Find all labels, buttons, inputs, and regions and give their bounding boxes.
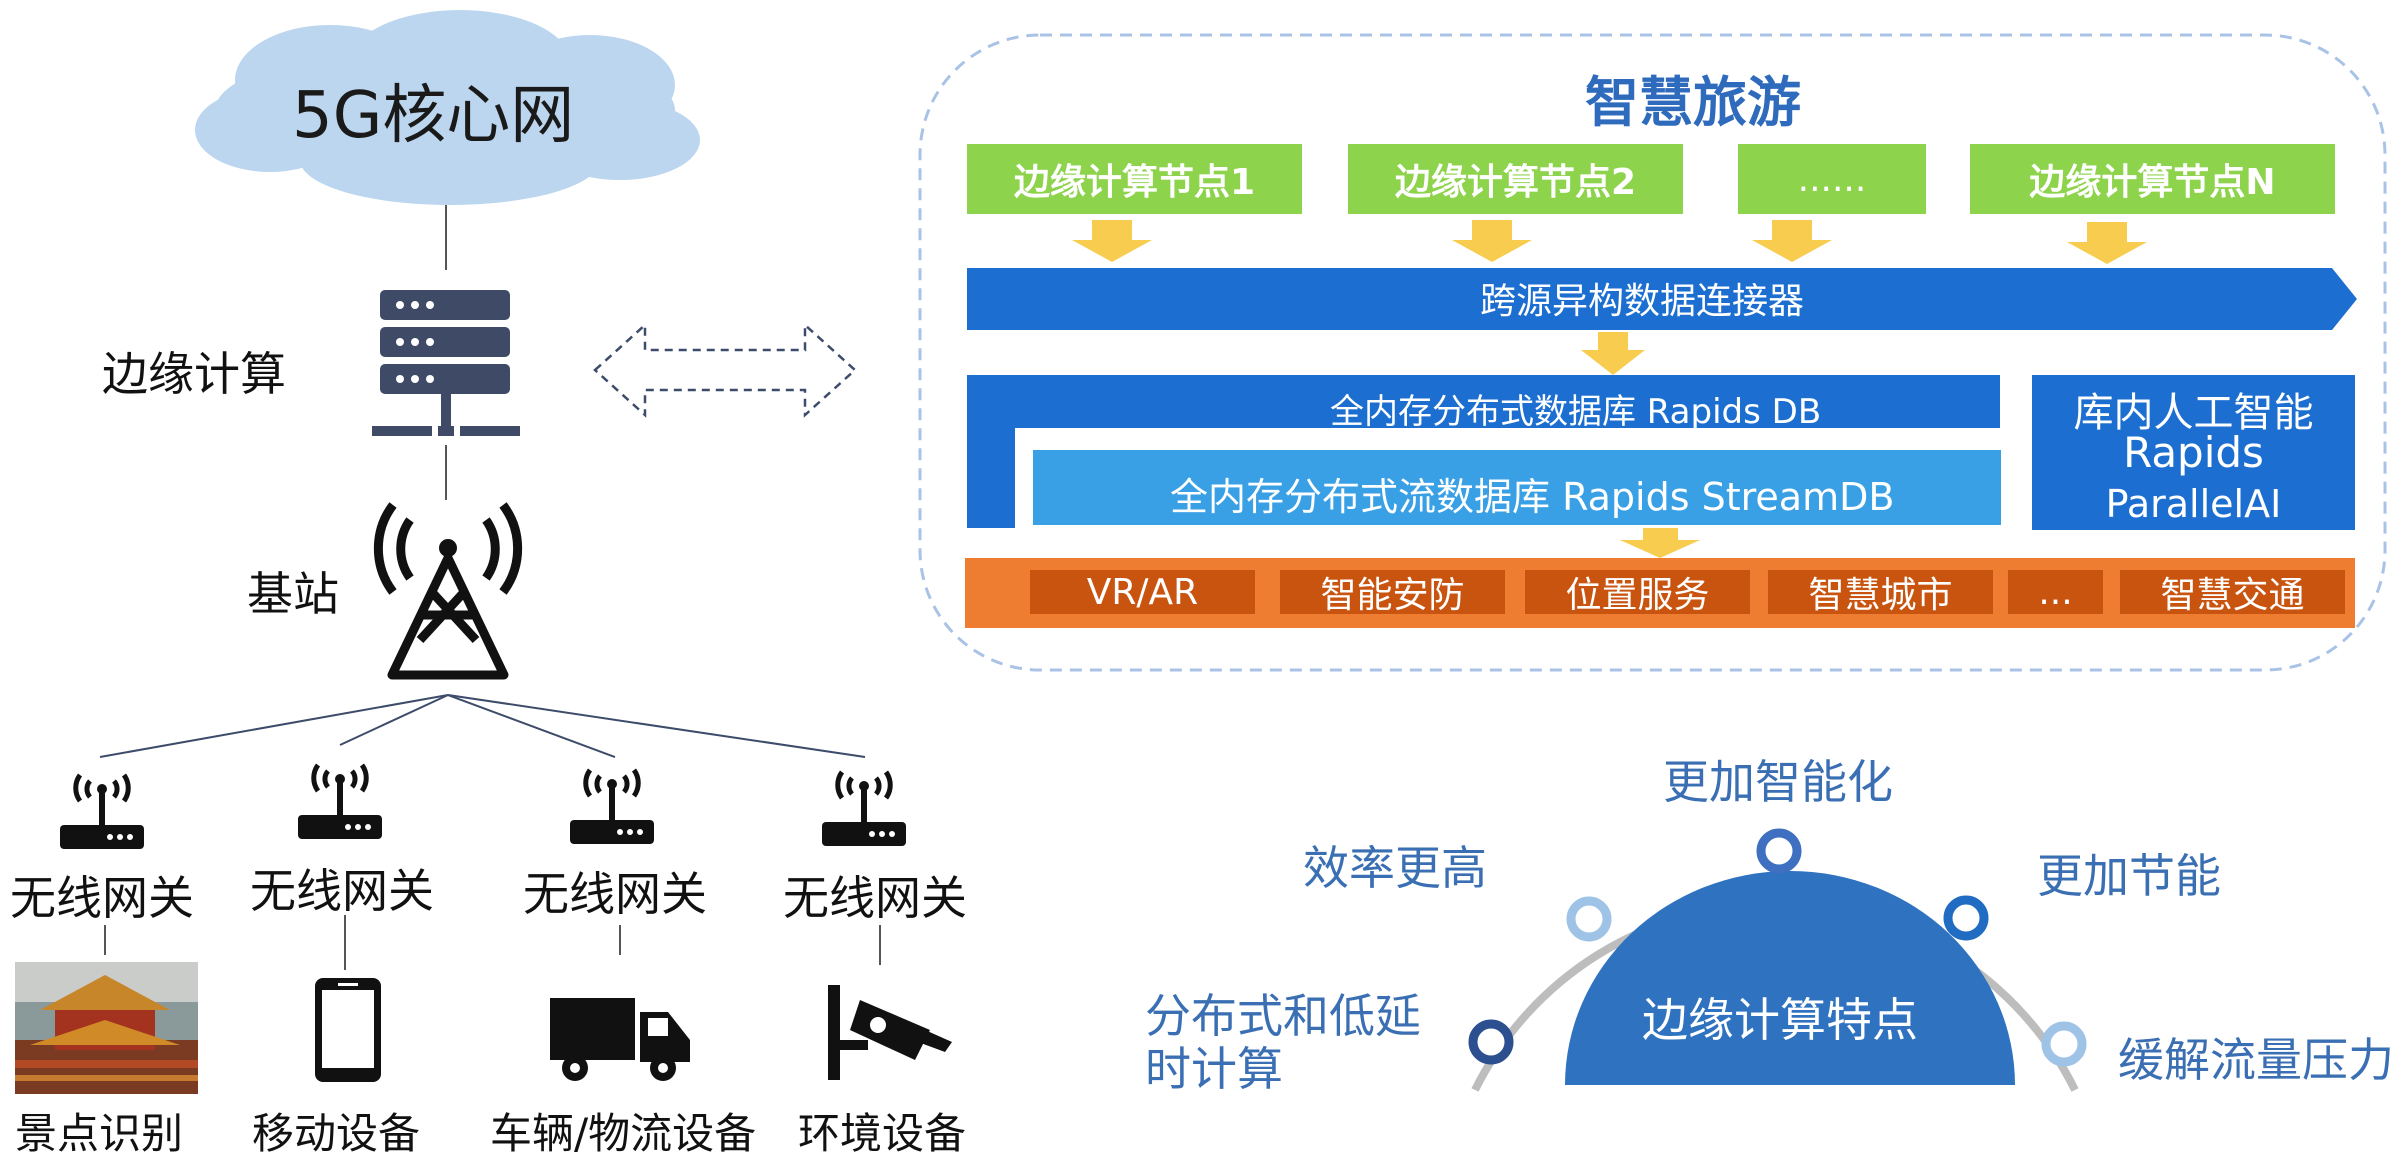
feature-smarter: 更加智能化	[1663, 755, 1893, 809]
app-smart-city: 智慧城市	[1768, 570, 1993, 616]
app-location: 位置服务	[1525, 570, 1750, 616]
router-icon	[60, 773, 144, 849]
cell-tower-icon	[373, 502, 523, 680]
in-database-ai-box	[2032, 375, 2355, 530]
device-label-vehicle: 车辆/物流设备	[490, 1109, 757, 1158]
edge-node-ellipsis: ......	[1738, 144, 1926, 214]
connector-label: 跨源异构数据连接器	[1480, 281, 1805, 322]
feature-distributed-line2: 时计算	[1145, 1042, 1283, 1096]
feature-traffic-relief: 缓解流量压力	[2118, 1033, 2394, 1087]
device-label-environment: 环境设备	[798, 1109, 967, 1158]
feature-efficiency: 效率更高	[1303, 841, 1487, 895]
feature-energy-saving: 更加节能	[2037, 849, 2221, 903]
features-dome	[1565, 870, 2015, 1085]
feature-distributed-line1: 分布式和低延	[1145, 989, 1421, 1043]
features-graphic	[1468, 828, 2087, 1092]
flow-arrows	[1072, 220, 2147, 558]
bidirectional-arrow-icon	[593, 322, 857, 418]
feature-markers	[1468, 828, 2087, 1067]
truck-icon	[550, 998, 690, 1081]
database-block	[967, 375, 2000, 528]
panel-title: 智慧旅游	[1585, 71, 1801, 134]
features-center-label: 边缘计算特点	[1642, 993, 1918, 1047]
security-camera-icon	[828, 985, 952, 1080]
app-ellipsis: ...	[2008, 570, 2103, 614]
device-label-scenic: 景点识别	[15, 1109, 184, 1158]
rapids-label: Rapids	[2123, 428, 2264, 477]
core-network-label: 5G核心网	[292, 79, 575, 153]
device-label-mobile: 移动设备	[252, 1109, 421, 1158]
panel-frame	[918, 33, 2387, 672]
edge-node-1: 边缘计算节点1	[967, 144, 1302, 214]
in-database-ai-label: 库内人工智能	[2073, 390, 2314, 436]
gateway-label-1: 无线网关	[10, 871, 194, 925]
edge-computing-label: 边缘计算	[102, 347, 286, 401]
parallel-ai-label: ParallelAI	[2105, 482, 2282, 526]
app-traffic: 智慧交通	[2120, 570, 2345, 616]
palace-photo	[15, 962, 198, 1094]
gateway-label-3: 无线网关	[523, 867, 707, 921]
router-icon	[298, 763, 382, 839]
data-flow-graphics	[1072, 220, 2147, 558]
router-icon	[570, 768, 654, 844]
stream-database-block	[1033, 450, 2001, 525]
router-icon	[822, 770, 906, 846]
server-icon	[372, 290, 520, 436]
edge-node-2: 边缘计算节点2	[1348, 144, 1683, 214]
connector-band	[967, 268, 2357, 330]
network-topology-graphics	[15, 10, 952, 1094]
gateway-label-4: 无线网关	[783, 871, 967, 925]
phone-icon	[315, 978, 381, 1082]
gateway-label-2: 无线网关	[250, 864, 434, 918]
app-vr-ar: VR/AR	[1030, 570, 1255, 614]
stream-database-label: 全内存分布式流数据库 Rapids StreamDB	[1170, 475, 1895, 519]
edge-node-n: 边缘计算节点N	[1970, 144, 2335, 214]
app-security: 智能安防	[1280, 570, 1505, 616]
database-label: 全内存分布式数据库 Rapids DB	[1330, 392, 1822, 432]
base-station-label: 基站	[247, 567, 339, 621]
cloud-icon	[195, 10, 700, 205]
